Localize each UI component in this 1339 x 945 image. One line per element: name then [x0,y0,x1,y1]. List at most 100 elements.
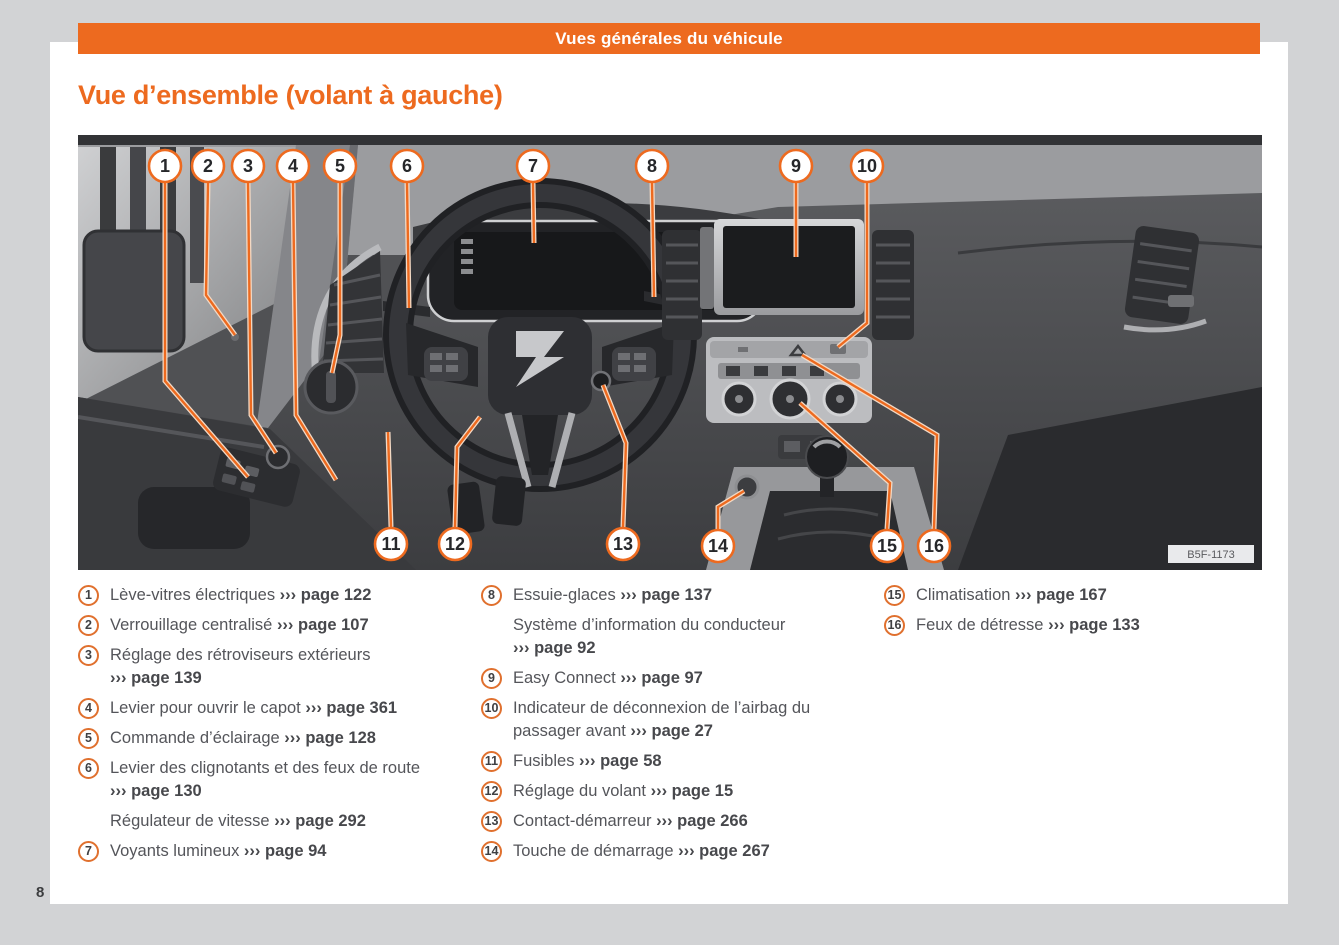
light-switch-knob [326,371,336,403]
callout-line [837,183,869,348]
callout-circle [437,526,473,562]
callout-line [453,416,481,528]
page-reference: ››› page 122 [279,586,372,604]
callout-number: 5 [335,156,345,176]
legend-item-number: 3 [78,644,110,690]
callout-line [246,182,278,454]
callout-circle [869,528,905,564]
callout-number-badge: 4 [78,698,99,719]
callout-number: 9 [791,156,801,176]
chapter-header-bar: Vues générales du véhicule [78,23,1260,54]
legend-item-label: Verrouillage centralisé ››› page 107 [110,616,369,634]
side-mirror [82,229,186,353]
callout-circle [147,148,183,184]
page-reference: ››› page 27 [630,722,713,740]
callout-number: 7 [528,156,538,176]
legend-item-number: 7 [78,840,110,863]
callout-number-badge: 3 [78,645,99,666]
center-left-vent [662,230,702,340]
callout-line [291,182,338,481]
callout-number: 3 [243,156,253,176]
callout-number-badge: 10 [481,698,502,719]
legend-item-label: Touche de démarrage ››› page 267 [513,842,770,860]
legend-item-label: Indicateur de déconnexion de l’airbag du… [513,699,811,740]
page-number: 8 [36,884,45,901]
legend-item-label: Easy Connect ››› page 97 [513,669,703,687]
passenger-lower-shadow [958,387,1262,570]
callout-circle [634,148,670,184]
callout-circle [778,148,814,184]
passenger-vent [1123,226,1207,333]
callout-number: 11 [381,534,400,554]
legend-item-label: Contact-démarreur ››› page 266 [513,812,748,830]
photo-code-plate [1168,545,1254,563]
callout-circle [230,148,266,184]
callout-number: 6 [402,156,412,176]
callout-number-badge: 5 [78,728,99,749]
legend-item-number: 15 [884,584,916,607]
legend-item-label: Fusibles ››› page 58 [513,752,662,770]
legend-item-label: Climatisation ››› page 167 [916,586,1107,604]
legend-item-number: 8 [481,584,513,607]
callout-circle [916,528,952,564]
callout-number-badge: 14 [481,841,502,862]
callout-number: 8 [647,156,657,176]
legend-item-number: 2 [78,614,110,637]
legend-item-number [481,614,513,660]
legend-item-label: Levier pour ouvrir le capot ››› page 361 [110,699,398,717]
photo-code: B5F-1173 [1187,549,1235,561]
legend-item: 15 Climatisation ››› page 167 [884,584,1262,607]
legend-item-number: 12 [481,780,513,803]
callout-circle [275,148,311,184]
callout-number: 16 [924,536,944,556]
callout-number-badge: 11 [481,751,502,772]
callout-number: 15 [877,536,897,556]
legend-item-number: 16 [884,614,916,637]
page-reference: ››› page 130 [110,782,202,800]
chapter-title: Vues générales du véhicule [555,28,783,48]
mirror-adjust-knob [265,444,291,470]
page-reference: ››› page 107 [276,616,369,634]
legend-item: Régulateur de vitesse ››› page 292 [78,810,481,833]
page-title: Vue d’ensemble (volant à gauche) [78,80,503,110]
callout-circle [849,148,885,184]
callout-line [163,183,249,478]
callout-line [650,182,656,298]
callout-number-badge: 7 [78,841,99,862]
legend-item-number: 11 [481,750,513,773]
page-reference: ››› page 133 [1048,616,1140,634]
page-reference: ››› page 139 [110,669,202,687]
callout-number: 10 [857,156,877,176]
callout-number-badge: 9 [481,668,502,689]
callout-line [601,384,628,528]
legend-item: Système d’information du conducteur››› p… [481,614,884,660]
legend-item-label: Système d’information du conducteur››› p… [513,616,786,657]
a-pillar [256,145,358,435]
climate-panel [706,337,872,423]
page-reference: ››› page 292 [274,812,366,830]
callout-number-badge: 6 [78,758,99,779]
page-reference: ››› page 94 [243,842,327,860]
seat-logo [516,331,564,387]
legend-item-number: 5 [78,727,110,750]
legend-item-label: Levier des clignotants et des feux de ro… [110,759,421,800]
dash-seam [957,239,1263,255]
legend-item-number: 10 [481,697,513,743]
page-reference: ››› page 15 [650,782,734,800]
page-reference: ››› page 167 [1015,586,1107,604]
callout-line [799,402,892,530]
callout-number-badge: 8 [481,585,502,606]
legend-item: 14 Touche de démarrage ››› page 267 [481,840,884,863]
page-reference: ››› page 361 [305,699,398,717]
callout-number-badge: 15 [884,585,905,606]
page-reference: ››› page 267 [678,842,770,860]
